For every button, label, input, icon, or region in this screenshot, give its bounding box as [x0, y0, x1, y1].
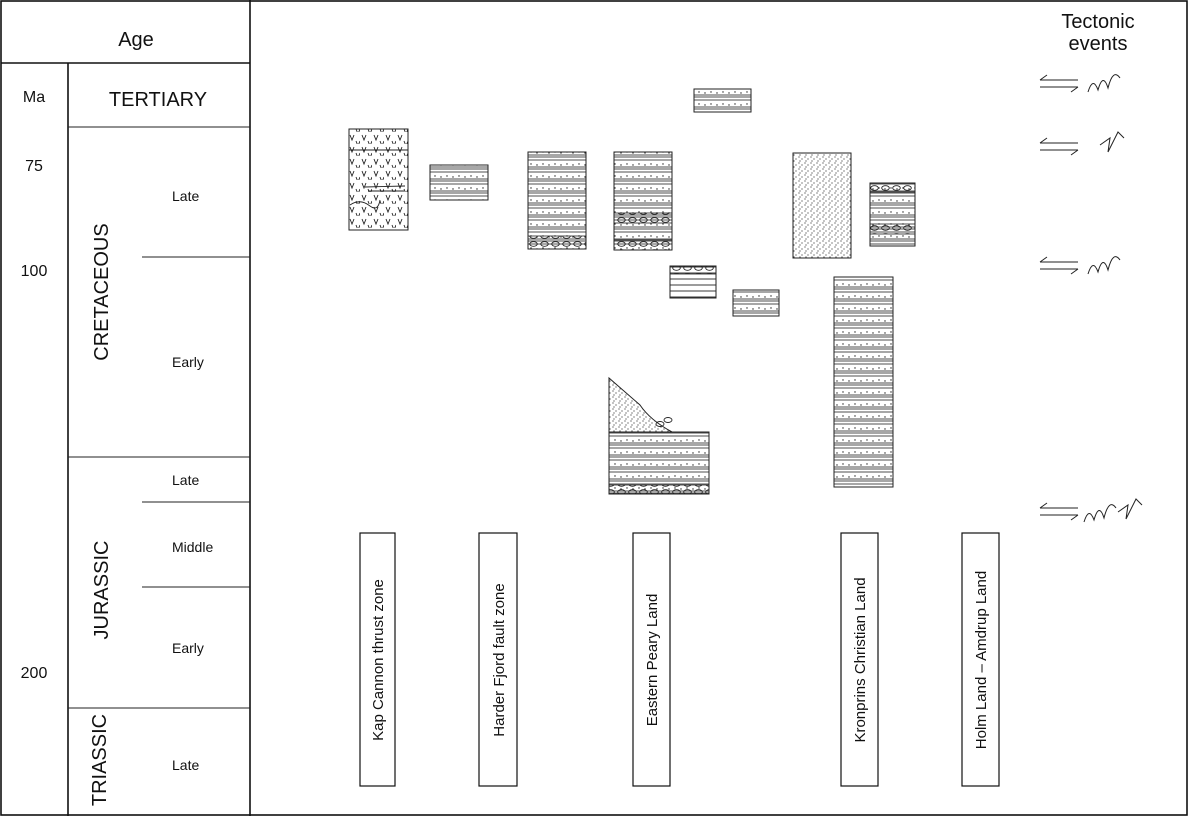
locality-label-4: Kronprins Christian Land [852, 577, 869, 742]
locality-box-1: Kap Cannon thrust zone [359, 532, 396, 787]
locality-label-2: Harder Fjord fault zone [491, 583, 508, 736]
folding-icon [1087, 74, 1121, 93]
epoch-tri-late: Late [172, 757, 199, 773]
column-kronprins-upper [869, 182, 916, 247]
ma-header: Ma [23, 89, 45, 106]
epoch-jur-early: Early [172, 640, 204, 656]
column-mid-cret-b [732, 289, 780, 317]
epoch-jur-late: Late [172, 472, 199, 488]
tectonic-header-line1: Tectonic [1061, 11, 1134, 33]
folding-icon [1087, 256, 1121, 275]
column-kronprins-tall [833, 276, 894, 488]
age-75: 75 [25, 158, 43, 175]
strike-slip-arrows-icon [1039, 256, 1079, 275]
tectonic-header-line2: events [1069, 33, 1128, 55]
period-tertiary: TERTIARY [109, 89, 207, 111]
locality-label-5: Holm Land – Amdrup Land [973, 571, 990, 749]
locality-label-3: Eastern Peary Land [644, 594, 661, 727]
period-cretaceous: CRETACEOUS [91, 223, 113, 360]
epoch-cret-early: Early [172, 354, 204, 370]
strike-slip-arrows-icon [1039, 74, 1079, 93]
tectonic-event-2 [1039, 131, 1125, 156]
column-late-cret-a [527, 151, 587, 250]
strike-slip-arrows-icon [1039, 502, 1079, 521]
column-kap-cannon-volcanics [348, 128, 409, 231]
locality-label-1: Kap Cannon thrust zone [370, 579, 387, 741]
locality-box-2: Harder Fjord fault zone [478, 532, 518, 787]
age-100: 100 [21, 263, 48, 280]
period-jurassic: JURASSIC [91, 541, 113, 640]
column-sandstone-dense [792, 152, 852, 259]
folding-icon [1083, 504, 1117, 523]
age-header: Age [118, 29, 154, 51]
column-mid-cret-a [669, 265, 717, 299]
strike-slip-arrows-icon [1039, 137, 1079, 156]
epoch-cret-late: Late [172, 188, 199, 204]
tectonic-event-4 [1039, 498, 1143, 523]
locality-box-5: Holm Land – Amdrup Land [961, 532, 1000, 787]
tectonic-event-1 [1039, 74, 1121, 93]
locality-box-3: Eastern Peary Land [632, 532, 671, 787]
locality-box-4: Kronprins Christian Land [840, 532, 879, 787]
tectonic-event-3 [1039, 256, 1121, 275]
column-peary-lower [608, 376, 710, 495]
column-harder-fjord [429, 164, 489, 201]
faulting-icon [1099, 131, 1125, 153]
column-peary-top [693, 88, 752, 113]
faulting-icon [1117, 498, 1143, 520]
age-200: 200 [21, 665, 48, 682]
epoch-jur-middle: Middle [172, 539, 213, 555]
period-triassic: TRIASSIC [89, 714, 111, 806]
column-late-cret-b [613, 151, 673, 251]
